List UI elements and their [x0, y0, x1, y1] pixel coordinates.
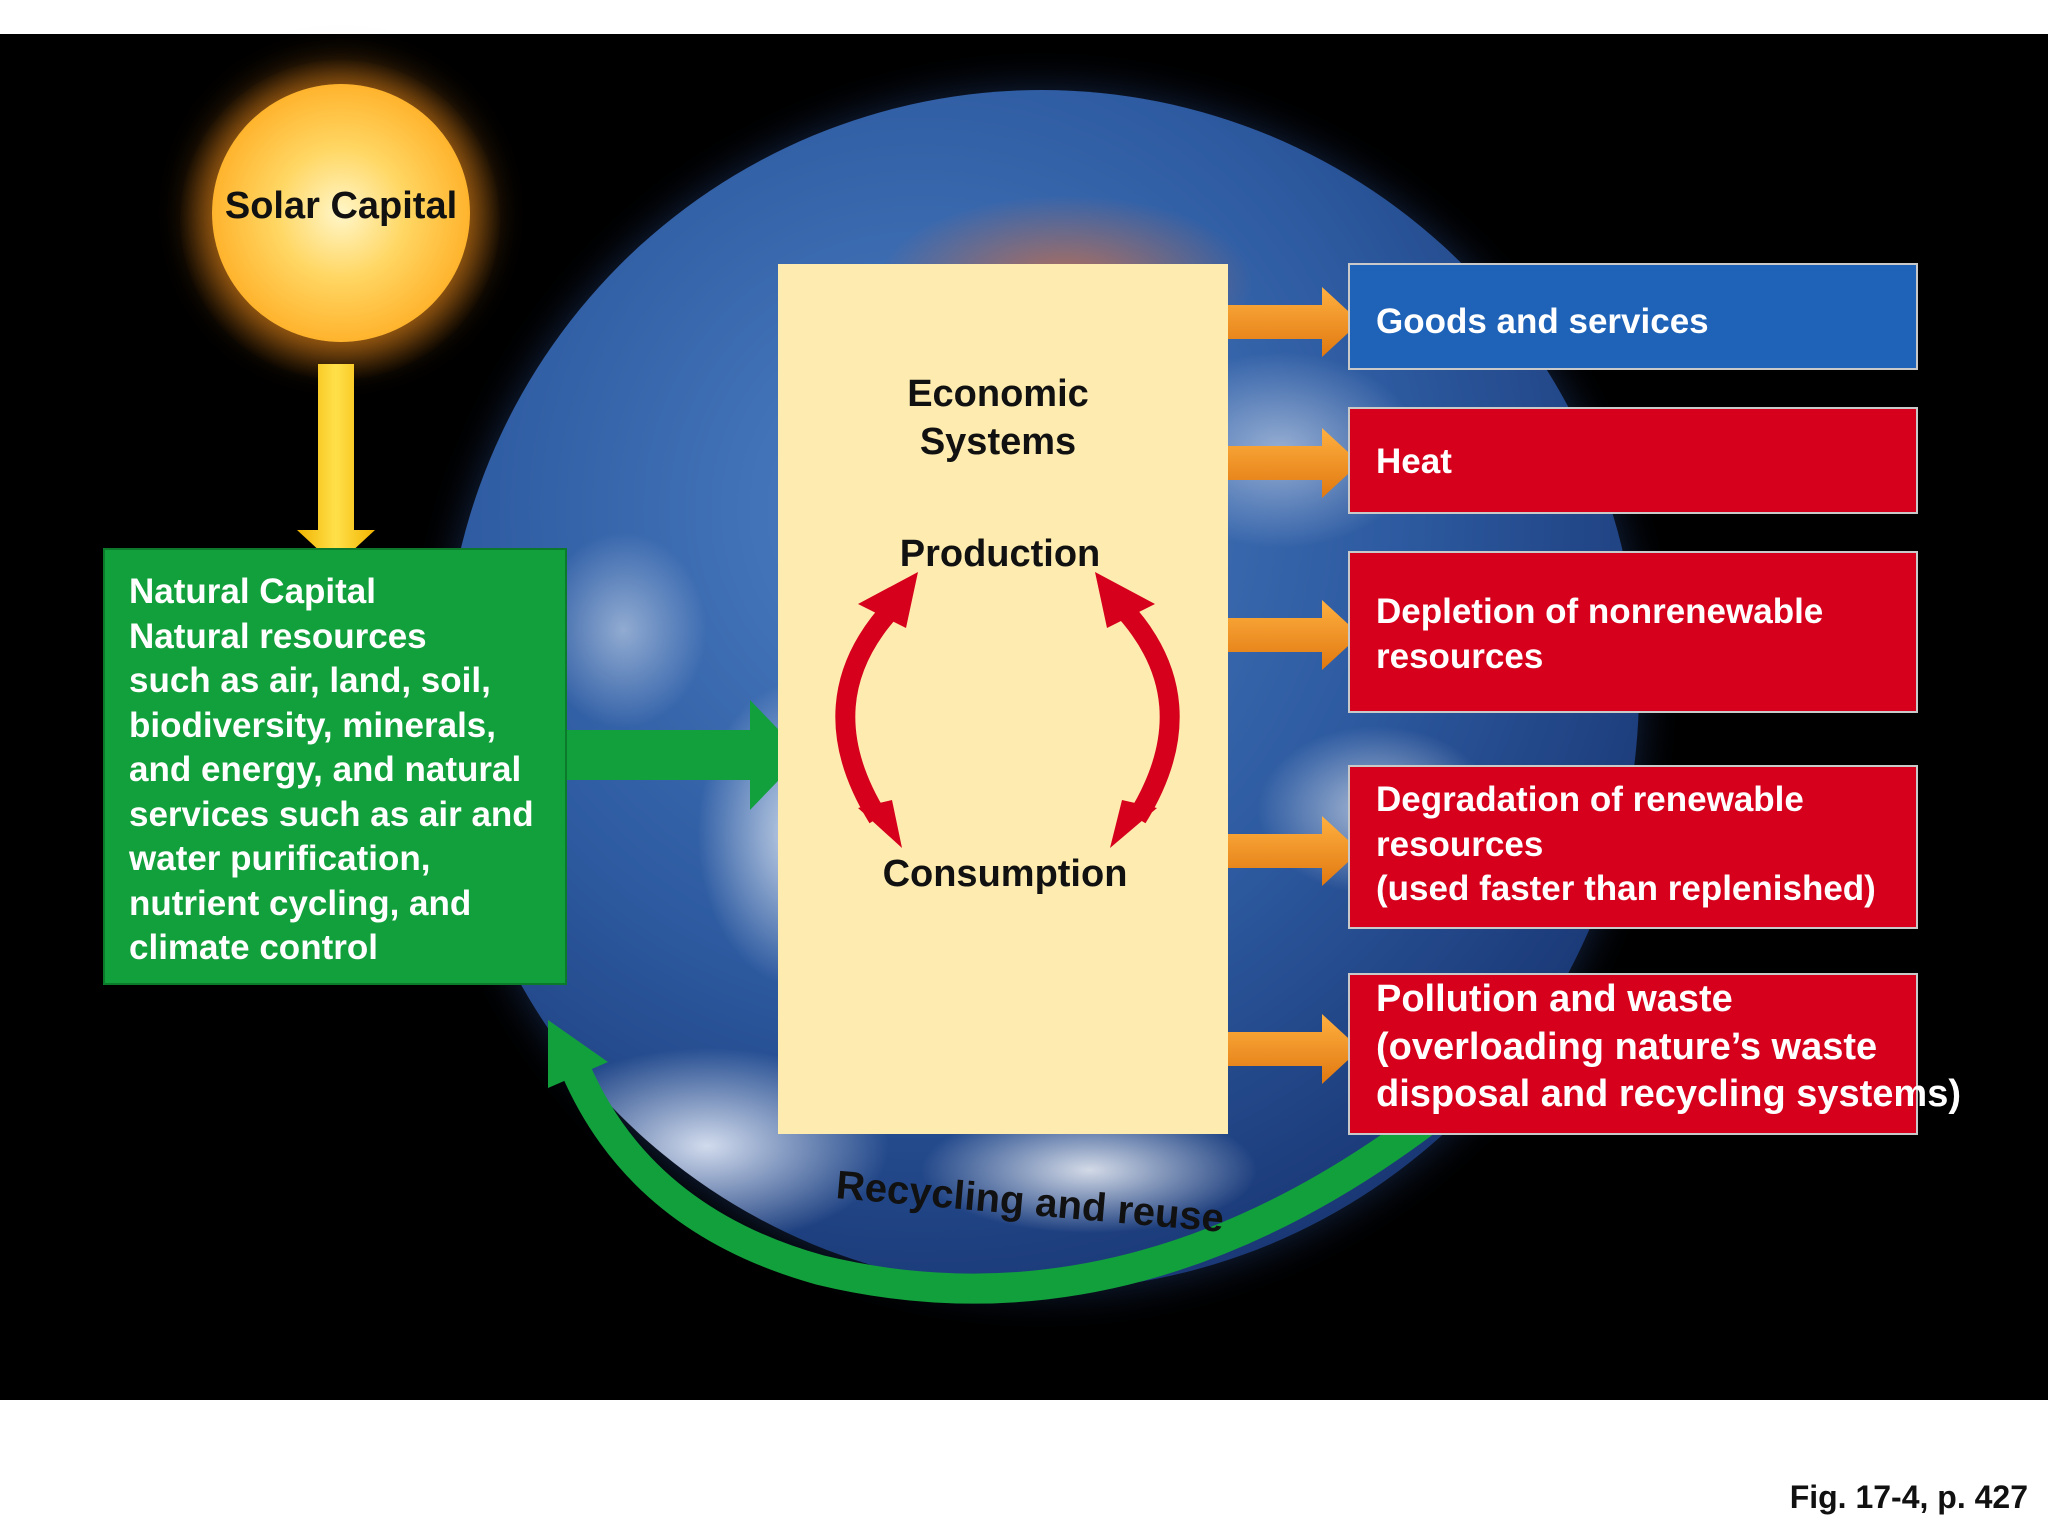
- recycling-arrowhead: [548, 1020, 608, 1088]
- natural-capital-line: climate control: [129, 928, 378, 967]
- cycle-arrowhead-right-bottom: [1110, 800, 1157, 848]
- output-line: Depletion of nonrenewable: [1376, 592, 1824, 631]
- output-text-depletion: Depletion of nonrenewable resources: [1376, 590, 1823, 679]
- cycle-arrowhead-left-top: [858, 572, 918, 628]
- economic-systems-title-line: Systems: [919, 421, 1077, 463]
- output-box-pollution: [1348, 973, 1918, 1135]
- cycle-arrow-right: [1112, 598, 1180, 824]
- output-line: Pollution and waste: [1376, 978, 1733, 1020]
- natural-to-economy-arrow: [567, 700, 803, 810]
- natural-capital-text: Natural Capital Natural resources such a…: [129, 570, 579, 971]
- output-arrow-3: [1228, 600, 1360, 670]
- sun-icon: [212, 84, 470, 342]
- output-text-heat: Heat: [1376, 440, 1452, 485]
- cycle-arrowhead-right-top: [1095, 572, 1155, 628]
- output-arrow-4: [1228, 816, 1360, 886]
- output-arrow-5: [1228, 1014, 1360, 1084]
- output-box-degradation: [1348, 765, 1918, 929]
- output-line: Degradation of renewable: [1376, 780, 1804, 819]
- output-arrow-2: [1228, 428, 1360, 498]
- natural-capital-line: biodiversity, minerals,: [129, 705, 496, 745]
- solar-down-arrow: [297, 364, 375, 566]
- figure-caption: Fig. 17-4, p. 427: [1789, 1479, 2028, 1515]
- output-box-depletion: [1348, 551, 1918, 713]
- natural-capital-line: and energy, and natural: [129, 750, 522, 789]
- natural-capital-line: Natural Capital: [129, 572, 376, 611]
- output-line: Goods and services: [1376, 302, 1709, 341]
- output-text-goods: Goods and services: [1376, 300, 1709, 345]
- recycling-arc: [561, 1062, 1440, 1304]
- output-text-degradation: Degradation of renewable resources (used…: [1376, 778, 1876, 912]
- output-line: (used faster than replenished): [1376, 869, 1876, 908]
- output-line: resources: [1376, 636, 1544, 676]
- output-line: resources: [1376, 824, 1544, 864]
- output-arrows: [1228, 287, 1360, 1084]
- natural-capital-line: nutrient cycling, and: [129, 883, 472, 923]
- natural-capital-box: [103, 548, 567, 985]
- output-line: disposal and recycling systems): [1376, 1073, 1962, 1115]
- output-box-goods: [1348, 263, 1918, 370]
- output-line: Heat: [1376, 442, 1452, 481]
- economic-systems-title: Economic Systems: [820, 370, 1176, 466]
- output-arrow-1: [1228, 287, 1360, 357]
- output-line: (overloading nature’s waste: [1376, 1025, 1878, 1068]
- output-box-heat: [1348, 407, 1918, 514]
- output-text-pollution: Pollution and waste (overloading nature’…: [1376, 976, 1961, 1119]
- natural-capital-line: such as air, land, soil,: [129, 661, 491, 700]
- consumption-label: Consumption: [882, 853, 1128, 895]
- cycle-arrow-left: [835, 598, 903, 824]
- natural-capital-line: water purification,: [129, 839, 431, 878]
- solar-capital-label: Solar Capital: [224, 185, 458, 227]
- natural-capital-line: services such as air and: [129, 794, 534, 834]
- economic-systems-title-line: Economic: [907, 373, 1089, 415]
- production-label: Production: [899, 533, 1101, 575]
- natural-capital-line: Natural resources: [129, 616, 427, 656]
- cycle-arrowhead-left-bottom: [858, 800, 902, 848]
